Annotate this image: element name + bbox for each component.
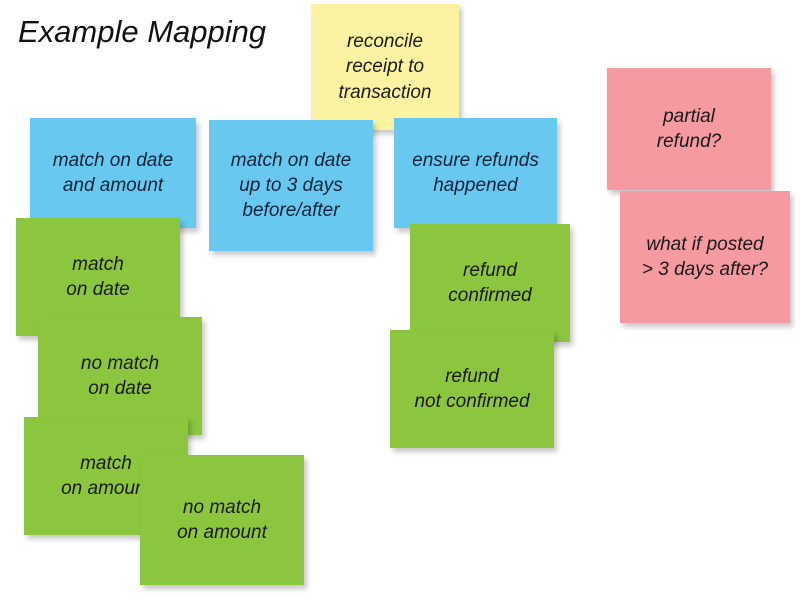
- sticky-note-example-no-match-on-date[interactable]: no match on date: [38, 317, 202, 435]
- sticky-note-example-match-on-date[interactable]: match on date: [16, 218, 180, 336]
- sticky-note-rule-match-date-3-days[interactable]: match on date up to 3 days before/after: [209, 120, 373, 251]
- sticky-note-example-refund-not-confirmed[interactable]: refund not confirmed: [390, 330, 554, 448]
- sticky-note-story-reconcile[interactable]: reconcile receipt to transaction: [311, 4, 459, 130]
- sticky-note-question-posted-after-3-days[interactable]: what if posted > 3 days after?: [620, 191, 790, 323]
- sticky-note-example-refund-confirmed[interactable]: refund confirmed: [410, 224, 570, 342]
- sticky-note-question-partial-refund[interactable]: partial refund?: [607, 68, 771, 190]
- page-title: Example Mapping: [18, 14, 267, 49]
- sticky-note-example-no-match-on-amount[interactable]: no match on amount: [140, 455, 304, 585]
- sticky-note-rule-ensure-refunds[interactable]: ensure refunds happened: [394, 118, 557, 228]
- sticky-note-rule-match-date-amount[interactable]: match on date and amount: [30, 118, 196, 228]
